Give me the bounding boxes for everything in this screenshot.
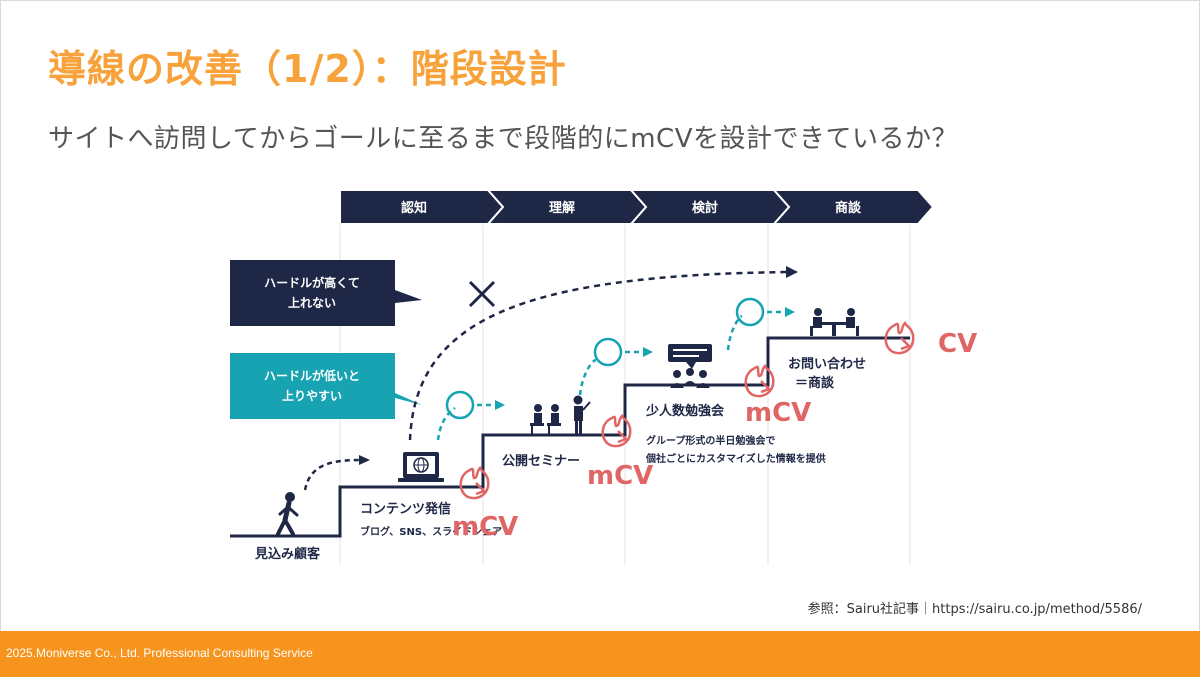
footer-bar: 2025.Moniverse Co., Ltd. Professional Co… — [0, 631, 1200, 677]
content-label: コンテンツ発信 — [360, 501, 451, 517]
inquiry-sublabel: ＝商談 — [795, 375, 835, 391]
teal-step-marker-3 — [726, 297, 795, 351]
svg-text:ハードルが高くて: ハードルが高くて — [264, 275, 360, 290]
staircase-line — [230, 336, 910, 538]
study-label: 少人数勉強会 — [645, 403, 725, 419]
page-title: 導線の改善（1/2）：階段設計 — [48, 47, 567, 91]
meeting-table-icon — [810, 308, 859, 336]
stage-consideration: 検討 — [692, 200, 718, 216]
stage-awareness: 認知 — [401, 200, 427, 216]
flame-icon — [601, 413, 632, 448]
mcv-label-2: mCV — [587, 461, 653, 491]
flame-icon — [459, 465, 490, 500]
bubble-high-hurdle: ハードルが高くて 上れない — [230, 260, 422, 326]
laptop-globe-icon — [398, 452, 444, 482]
seminar-label: 公開セミナー — [502, 454, 580, 469]
stage-negotiation: 商談 — [835, 200, 862, 216]
page-subtitle: サイトへ訪問してからゴールに至るまで段階的にmCVを設計できているか？ — [48, 124, 958, 154]
svg-text:上れない: 上れない — [288, 295, 336, 310]
seminar-audience-icon — [530, 395, 591, 434]
chat-group-icon — [668, 344, 712, 388]
stage-arrow-bar: 認知 理解 検討 商談 — [339, 189, 935, 225]
flame-icon — [744, 363, 775, 398]
study-sublabel-1: グループ形式の半日勉強会で — [646, 434, 775, 447]
footer-text: 2025.Moniverse Co., Ltd. Professional Co… — [6, 646, 313, 660]
teal-step-marker-2 — [578, 337, 653, 396]
cv-label: CV — [938, 329, 977, 359]
prospect-dashed-arrow — [303, 458, 361, 491]
svg-text:上りやすい: 上りやすい — [282, 388, 342, 403]
mcv-label-3: mCV — [745, 398, 811, 428]
walking-person-icon — [276, 492, 299, 536]
prospect-label: 見込み顧客 — [254, 546, 321, 562]
flame-icon — [884, 320, 915, 355]
cross-icon — [468, 280, 496, 308]
content-sublabel: ブログ、SNS、スライドシェア — [360, 525, 502, 538]
inquiry-label: お問い合わせ — [788, 356, 866, 372]
stage-understanding: 理解 — [549, 200, 575, 216]
mcv-label-1: mCV — [452, 512, 518, 542]
study-sublabel-2: 個社ごとにカスタマイズした情報を提供 — [645, 452, 826, 465]
reference-note: 参照：Sairu社記事｜https://sairu.co.jp/method/5… — [807, 602, 1142, 617]
teal-step-marker-1 — [436, 390, 505, 441]
high-hurdle-dashed-path — [408, 270, 791, 441]
bubble-low-hurdle: ハードルが低いと 上りやすい — [230, 353, 422, 419]
svg-text:ハードルが低いと: ハードルが低いと — [264, 368, 360, 383]
